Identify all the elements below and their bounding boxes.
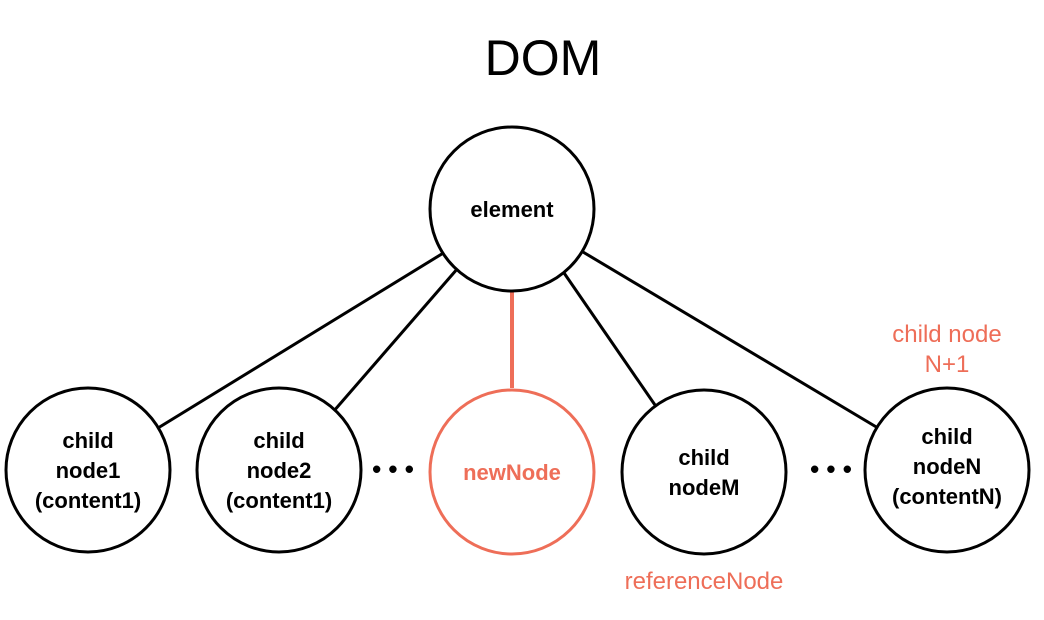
child-node-1-line-3: (content1): [35, 488, 141, 513]
child-node-1-circle: [4, 386, 172, 554]
diagram-title: DOM: [485, 30, 602, 86]
annotation-reference-node: referenceNode: [625, 568, 784, 595]
child-node-1-line-1: child: [62, 428, 113, 453]
edge-element-nodem: [560, 269, 657, 406]
child-node-2-line-2: node2: [247, 458, 312, 483]
child-node-n-line-3: (contentN): [892, 484, 1002, 509]
child-node-n-line-2: nodeN: [913, 454, 981, 479]
edge-element-noden: [582, 250, 879, 430]
child-node-m-line-2: nodeM: [669, 475, 740, 500]
child-node-n-line-1: child: [921, 424, 972, 449]
child-node-m-circle: [620, 388, 788, 556]
ellipsis-right: • • •: [810, 454, 852, 484]
child-node-2: child node2 (content1): [195, 386, 363, 554]
new-node: newNode: [428, 388, 596, 556]
annotation-child-node-n-plus-1-line-2: N+1: [925, 351, 970, 378]
edge-element-node1: [157, 250, 446, 430]
annotation-child-node-n-plus-1-line-1: child node: [892, 321, 1001, 348]
child-node-n: child nodeN (contentN): [863, 386, 1031, 554]
child-node-2-line-1: child: [253, 428, 304, 453]
root-node-circle: [428, 125, 596, 293]
edge-element-node2: [331, 267, 460, 413]
new-node-circle: [428, 388, 596, 556]
root-node-label: element: [470, 197, 554, 222]
child-node-m: child nodeM: [620, 388, 788, 556]
root-node-element: element: [428, 125, 596, 293]
ellipsis-left: • • •: [372, 454, 414, 484]
child-node-m-line-1: child: [678, 445, 729, 470]
child-node-1: child node1 (content1): [4, 386, 172, 554]
new-node-label: newNode: [463, 460, 561, 485]
child-node-n-circle: [863, 386, 1031, 554]
child-node-2-line-3: (content1): [226, 488, 332, 513]
child-node-1-line-2: node1: [56, 458, 121, 483]
child-node-2-circle: [195, 386, 363, 554]
